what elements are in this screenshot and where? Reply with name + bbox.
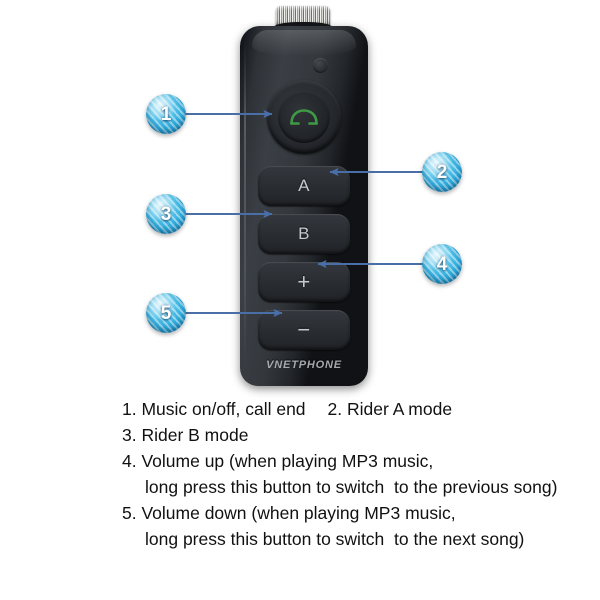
rider-a-button-label: A bbox=[298, 176, 310, 195]
callout-badge-3-label: 3 bbox=[160, 203, 172, 225]
legend-item-4-line2-row: long press this button to switch to the … bbox=[0, 474, 600, 500]
legend-row-5: 5. Volume down (when playing MP3 music, bbox=[0, 500, 600, 526]
device-illustration: A B + − VNETPHONE bbox=[240, 6, 368, 386]
callout-badge-2-label: 2 bbox=[436, 161, 448, 183]
legend-item-5-line2-row: long press this button to switch to the … bbox=[0, 526, 600, 552]
callout-badge-4[interactable]: 4 bbox=[422, 244, 462, 284]
callout-badge-5-label: 5 bbox=[160, 302, 172, 324]
device-body: A B + − VNETPHONE bbox=[240, 26, 368, 386]
legend-row-3: 3. Rider B mode bbox=[0, 422, 600, 448]
rider-b-button-label: B bbox=[298, 224, 310, 243]
callout-badge-5[interactable]: 5 bbox=[146, 293, 186, 333]
legend-item-4-line2: long press this button to switch to the … bbox=[145, 477, 558, 497]
volume-up-button-label: + bbox=[297, 269, 311, 294]
callout-badge-2[interactable]: 2 bbox=[422, 152, 462, 192]
legend-block: 1. Music on/off, call end 2. Rider A mode… bbox=[0, 396, 600, 552]
phone-handset-icon bbox=[290, 109, 318, 125]
legend-item-2: 2. Rider A mode bbox=[327, 399, 453, 419]
status-led bbox=[313, 58, 328, 73]
legend-item-3: 3. Rider B mode bbox=[122, 425, 249, 445]
callout-badges-layer: 1 2 3 4 5 bbox=[146, 94, 462, 333]
callout-arrows bbox=[186, 110, 424, 317]
callout-badge-1[interactable]: 1 bbox=[146, 94, 186, 134]
legend-row-1: 1. Music on/off, call end 2. Rider A mode bbox=[0, 396, 600, 422]
legend-item-5-line2: long press this button to switch to the … bbox=[145, 529, 525, 549]
legend-item-1: 1. Music on/off, call end bbox=[122, 399, 306, 419]
volume-down-button[interactable]: − bbox=[258, 310, 350, 350]
call-button-inner bbox=[278, 91, 330, 143]
legend-item-5-line1: 5. Volume down (when playing MP3 music, bbox=[122, 503, 456, 523]
callout-badge-3[interactable]: 3 bbox=[146, 194, 186, 234]
legend-item-4-line1: 4. Volume up (when playing MP3 music, bbox=[122, 451, 434, 471]
callout-badge-1-label: 1 bbox=[160, 103, 172, 125]
rider-b-button[interactable]: B bbox=[258, 214, 350, 254]
volume-down-button-label: − bbox=[297, 317, 311, 342]
volume-up-button[interactable]: + bbox=[258, 262, 350, 302]
brand-logo: VNETPHONE bbox=[266, 359, 342, 371]
callout-badge-4-label: 4 bbox=[436, 253, 448, 275]
legend-row-4: 4. Volume up (when playing MP3 music, bbox=[0, 448, 600, 474]
call-button[interactable] bbox=[267, 80, 341, 154]
